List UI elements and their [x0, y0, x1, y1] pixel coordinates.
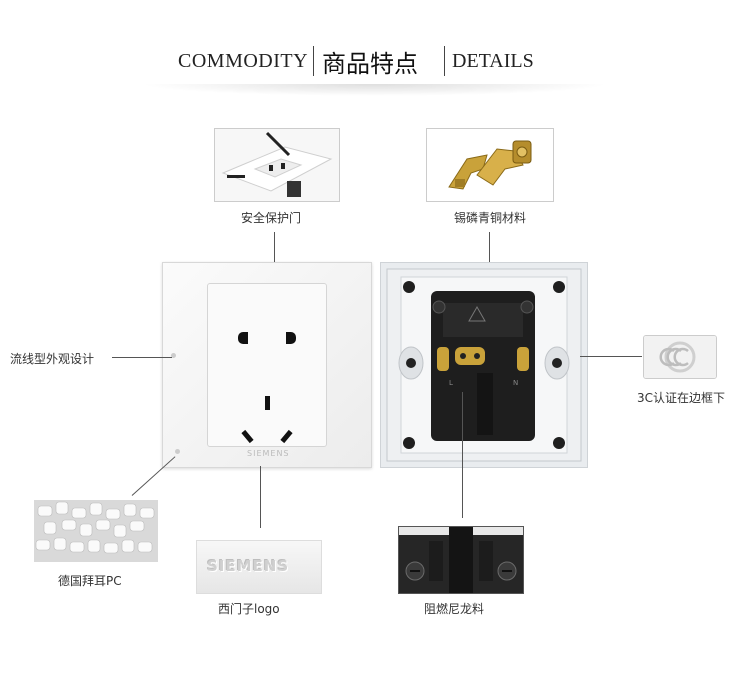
- label-streamline-design: 流线型外观设计: [10, 352, 95, 366]
- label-flame-retardant-nylon: 阻燃尼龙料: [424, 602, 485, 616]
- label-safety-shutter: 安全保护门: [241, 211, 302, 225]
- socket-hole: [241, 429, 254, 444]
- ccc-cert-image: [643, 335, 717, 379]
- callout-dot: [175, 449, 180, 454]
- safety-shutter-image: [214, 128, 340, 202]
- callout-line: [462, 392, 463, 518]
- header-title-cn: 商品特点: [322, 50, 418, 78]
- pc-pellets-image: [34, 500, 158, 562]
- label-ccc-cert: 3C认证在边框下: [637, 391, 726, 405]
- siemens-logo-text: SIEMENS: [207, 557, 290, 575]
- socket-hole: [238, 332, 248, 344]
- socket-hole: [280, 429, 293, 444]
- socket-hole: [265, 396, 270, 410]
- header-divider: [313, 46, 314, 76]
- brass-parts-image: [426, 128, 554, 202]
- label-bayer-pc: 德国拜耳PC: [58, 574, 122, 588]
- socket-brand-mark: SIEMENS: [247, 449, 290, 458]
- label-siemens-logo: 西门子logo: [218, 602, 280, 616]
- svg-text:L: L: [449, 379, 453, 387]
- callout-line: [580, 356, 642, 357]
- callout-line: [260, 466, 261, 528]
- socket-hole: [286, 332, 296, 344]
- svg-text:N: N: [513, 379, 518, 387]
- socket-face: [207, 283, 327, 447]
- nylon-module-image: [398, 526, 524, 594]
- header-divider: [444, 46, 445, 76]
- callout-line: [489, 232, 490, 288]
- header-shadow: [140, 84, 610, 96]
- callout-line: [112, 357, 172, 358]
- header: COMMODITY 商品特点 DETAILS: [0, 38, 750, 96]
- label-tin-phosphor-bronze: 锡磷青铜材料: [454, 211, 527, 225]
- header-title-en-right: DETAILS: [452, 50, 534, 72]
- callout-dot: [171, 353, 176, 358]
- header-title-en-left: COMMODITY: [178, 50, 309, 72]
- socket-front-panel: SIEMENS: [162, 262, 372, 468]
- siemens-logo-image: SIEMENS: [196, 540, 322, 594]
- callout-line: [131, 456, 176, 496]
- socket-back-panel: L N: [380, 262, 588, 468]
